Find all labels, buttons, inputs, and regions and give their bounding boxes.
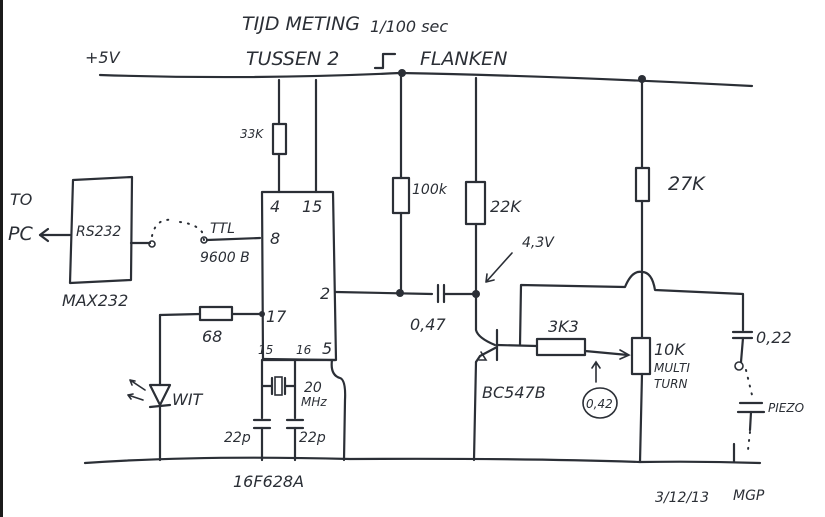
baud-label: 9600 B xyxy=(200,250,250,266)
led-wire-top xyxy=(158,312,202,317)
crystal-plates xyxy=(270,376,287,396)
resistor-33k xyxy=(271,122,288,156)
piezo-label: PIEZO xyxy=(768,401,804,415)
resistor-68 xyxy=(198,305,234,322)
resistor-22k xyxy=(464,180,487,226)
potentiometer-10k xyxy=(630,336,652,376)
date-label: 3/12/13 xyxy=(655,490,709,506)
ground-rail xyxy=(83,456,762,465)
pin-4-label: 4 xyxy=(270,197,280,216)
title-line1-b: 1/100 sec xyxy=(370,17,448,36)
pot-type-2-label: TURN xyxy=(654,377,687,391)
measurement-circle xyxy=(582,387,618,419)
cap047-label: 0,47 xyxy=(410,315,446,334)
pin-2-label: 2 xyxy=(320,284,330,303)
rising-edge-icon xyxy=(373,52,397,70)
pin-8-label: 8 xyxy=(270,229,280,248)
osc-bus xyxy=(261,357,337,362)
r100k-label: 100k xyxy=(412,182,448,198)
led-icon xyxy=(148,383,172,407)
pin-16-label: 16 xyxy=(296,343,312,357)
resistor-100k xyxy=(391,176,411,215)
measure-arrow-icon xyxy=(591,360,601,383)
title: TIJD METING 1/100 sec TUSSEN 2 FLANKEN xyxy=(242,13,507,70)
arrow-icon xyxy=(38,227,50,243)
title-line1-a: TIJD METING xyxy=(242,13,360,35)
junction xyxy=(259,311,265,317)
resistor-27k xyxy=(634,166,651,203)
wiper-wire xyxy=(583,349,630,357)
pin5-gnd-wire xyxy=(330,358,347,462)
title-line2-a: TUSSEN 2 xyxy=(246,48,339,70)
piezo-dotted-gnd xyxy=(747,431,751,451)
piezo-dotted-lead xyxy=(745,369,753,396)
collector-wire xyxy=(474,292,497,347)
max232-box xyxy=(68,175,134,285)
transistor-label: BC547B xyxy=(482,383,546,402)
pin-15-top-label: 15 xyxy=(302,197,322,216)
crystal-freq-1: 20 xyxy=(304,380,322,396)
wiper-voltage-label: 0,42 xyxy=(586,397,613,411)
max232-name: MAX232 xyxy=(62,291,128,310)
pin-5-label: 5 xyxy=(322,339,332,358)
cap022-wire xyxy=(739,336,745,364)
crystal-freq-2: MHz xyxy=(301,395,327,409)
mcu-body xyxy=(260,190,338,362)
max232-inner-label: RS232 xyxy=(76,224,121,240)
piezo-wire xyxy=(748,410,753,432)
pot-value-label: 10K xyxy=(654,340,686,359)
ttl-label: TTL xyxy=(210,221,235,237)
capacitor-22p-1 xyxy=(252,418,272,430)
r33k-label: 33K xyxy=(240,127,264,141)
vcc-rail xyxy=(98,71,754,88)
pot-gnd-wire xyxy=(638,372,644,464)
pin-17-label: 17 xyxy=(266,307,287,326)
r68-label: 68 xyxy=(202,327,222,346)
scan-edge xyxy=(0,0,3,517)
piezo-icon xyxy=(736,401,766,414)
author-label: MGP xyxy=(733,488,765,504)
jumper-dotted-link xyxy=(151,218,205,241)
jumper-terminal xyxy=(148,240,156,248)
r27k-label: 27K xyxy=(668,173,706,195)
to-label: TO xyxy=(10,190,32,209)
cap1-label: 22p xyxy=(224,430,251,446)
cap022-label: 0,22 xyxy=(756,328,792,347)
base-wire xyxy=(495,343,539,348)
cap2-label: 22p xyxy=(299,430,326,446)
pc-label: PC xyxy=(8,223,33,245)
emitter-gnd-wire xyxy=(472,360,478,462)
pin2-wire xyxy=(334,290,434,296)
resistor-3k3 xyxy=(535,337,587,357)
pin8-wire xyxy=(205,236,262,242)
pot-type-1-label: MULTI xyxy=(654,361,690,375)
light-rays-icon xyxy=(127,379,146,401)
collector-voltage-label: 4,3V xyxy=(522,235,555,251)
r3k3-label: 3K3 xyxy=(548,317,579,336)
mcu-name: 16F628A xyxy=(233,472,304,491)
emitter-arrow-icon xyxy=(478,351,488,361)
transistor-emitter xyxy=(474,345,499,364)
led-label: WIT xyxy=(172,390,204,409)
supply-label: +5V xyxy=(85,48,121,67)
wiper-arrow-icon xyxy=(619,349,631,360)
crystal-icon xyxy=(274,376,283,396)
r22k-label: 22K xyxy=(490,197,522,216)
arrow-icon xyxy=(485,252,513,283)
capacitor-22p-2 xyxy=(285,418,305,430)
piezo-terminal xyxy=(734,361,744,371)
pin-15-label: 15 xyxy=(258,343,273,357)
title-line2-b: FLANKEN xyxy=(420,48,507,70)
